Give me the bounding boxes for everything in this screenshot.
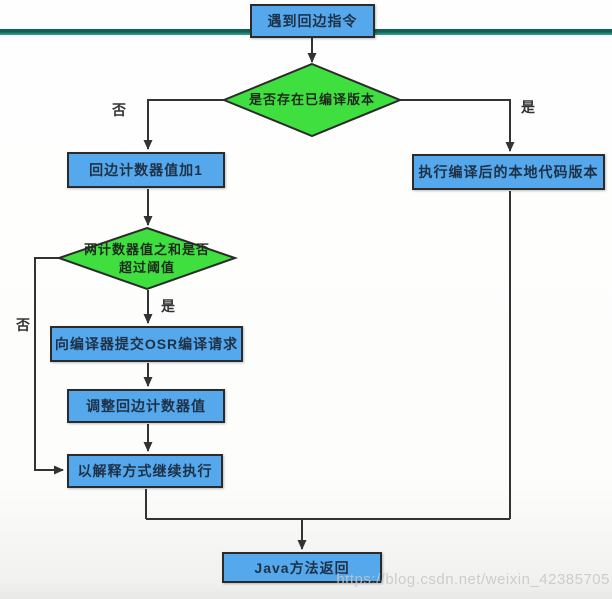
decision-threshold-label: 两计数器值之和是否 超过阈值: [83, 241, 210, 275]
csdn-watermark: https://blog.csdn.net/weixin_42385705: [336, 571, 610, 588]
edge-decision2-no-loop: [34, 257, 64, 475]
decision-threshold-diamond: [55, 226, 239, 291]
node-adjust-counter: 调整回边计数器值: [67, 389, 225, 423]
node-submit-osr: 向编译器提交OSR编译请求: [50, 326, 243, 362]
edge-label-compiled-no: 否: [112, 102, 126, 118]
decision-compiled-label: 是否存在已编译版本: [248, 92, 375, 108]
edge-label-threshold-no: 否: [16, 317, 30, 333]
node-start: 遇到回边指令: [250, 4, 375, 38]
node-continue-interpreted: 以解释方式继续执行: [67, 454, 223, 488]
edge-label-compiled-yes: 是: [521, 99, 535, 115]
decision-compiled-diamond: [221, 62, 403, 138]
node-increment-counter: 回边计数器值加1: [67, 152, 225, 188]
node-execute-native: 执行编译后的本地代码版本: [412, 154, 605, 190]
edge-decision1-yes: [400, 99, 515, 152]
edge-label-threshold-yes: 是: [161, 298, 175, 314]
edge-decision1-no: [143, 99, 224, 150]
node-java-return: Java方法返回: [222, 552, 382, 583]
